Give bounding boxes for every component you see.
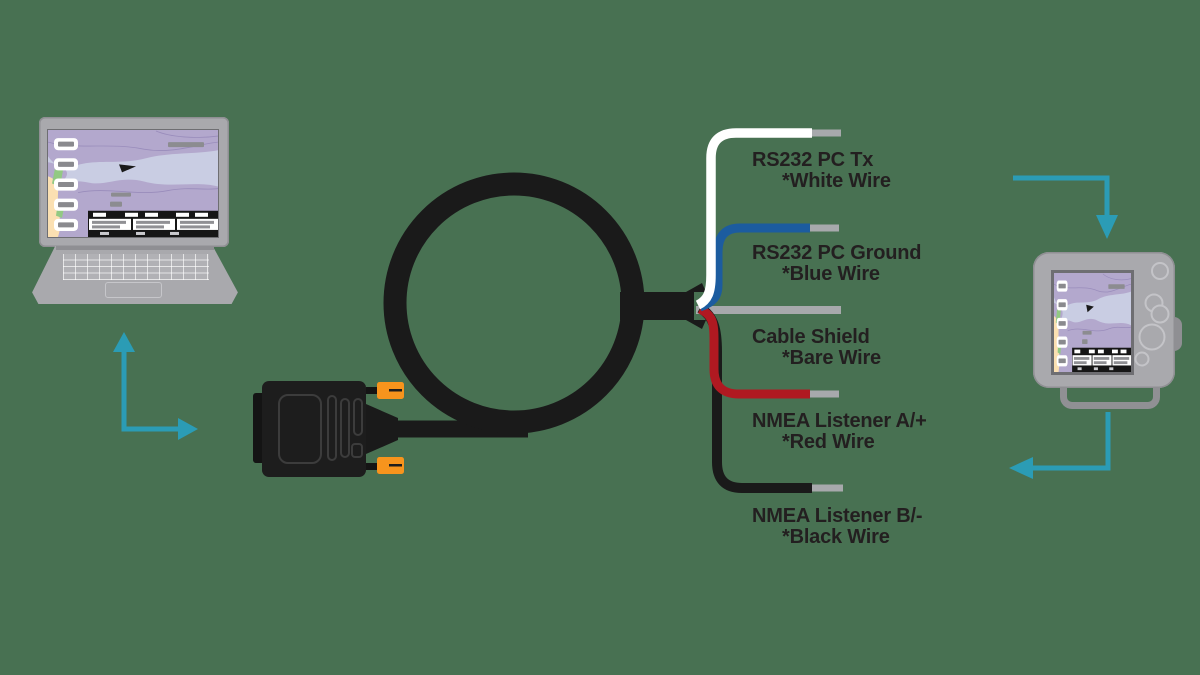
laptop-hinge	[56, 246, 214, 250]
cable-breakout	[620, 292, 694, 320]
wire-label-subtitle: *White Wire	[782, 170, 891, 192]
wire-label-bare: Cable Shield *Bare Wire	[752, 327, 881, 369]
wire-label-title: RS232 PC Tx	[752, 149, 874, 171]
chartplotter-screen	[1051, 270, 1134, 375]
chartplotter-buttons	[1134, 262, 1170, 367]
thumbscrew-bottom	[377, 457, 404, 474]
arrow-laptop-bidirectional	[113, 332, 198, 440]
arrowhead-up	[113, 332, 135, 352]
arrowhead-down	[1096, 215, 1118, 239]
wire-label-title: Cable Shield	[752, 326, 870, 348]
laptop-chart-map	[48, 130, 218, 237]
cable-loop	[383, 172, 645, 434]
wire-label-subtitle: *Bare Wire	[782, 347, 881, 369]
chartplotter-mount-bracket	[1060, 372, 1160, 409]
wire-label-black: NMEA Listener B/- *Black Wire	[752, 505, 923, 548]
thumbscrew-top	[377, 382, 404, 399]
wire-label-subtitle: *Black Wire	[782, 526, 890, 548]
wire-label-title: NMEA Listener A/+	[752, 410, 927, 432]
button-circle-large	[1138, 323, 1166, 351]
wire-label-white: RS232 PC Tx *White Wire	[752, 150, 891, 192]
arrow-from-chartplotter	[1009, 412, 1111, 479]
wire-label-subtitle: *Blue Wire	[782, 263, 880, 285]
arrow-to-chartplotter	[1013, 175, 1118, 239]
button-circle-small-top	[1151, 262, 1169, 280]
arrowhead-left	[1009, 457, 1033, 479]
wire-label-title: NMEA Listener B/-	[752, 505, 923, 527]
db9-serial-connector	[253, 381, 404, 477]
button-circle-small-bottom	[1134, 351, 1150, 367]
wire-label-blue: RS232 PC Ground *Blue Wire	[752, 243, 921, 285]
wire-label-title: RS232 PC Ground	[752, 242, 922, 264]
coiled-cable	[383, 172, 706, 438]
wire-label-red: NMEA Listener A/+ *Red Wire	[752, 411, 927, 453]
wire-label-subtitle: *Red Wire	[782, 431, 875, 453]
button-rocker-lower	[1150, 304, 1170, 324]
laptop-keyboard	[63, 254, 209, 280]
arrowhead-right	[178, 418, 198, 440]
laptop-touchpad	[105, 282, 162, 298]
laptop-display	[48, 130, 218, 237]
chartplotter-chart-map	[1054, 273, 1131, 372]
